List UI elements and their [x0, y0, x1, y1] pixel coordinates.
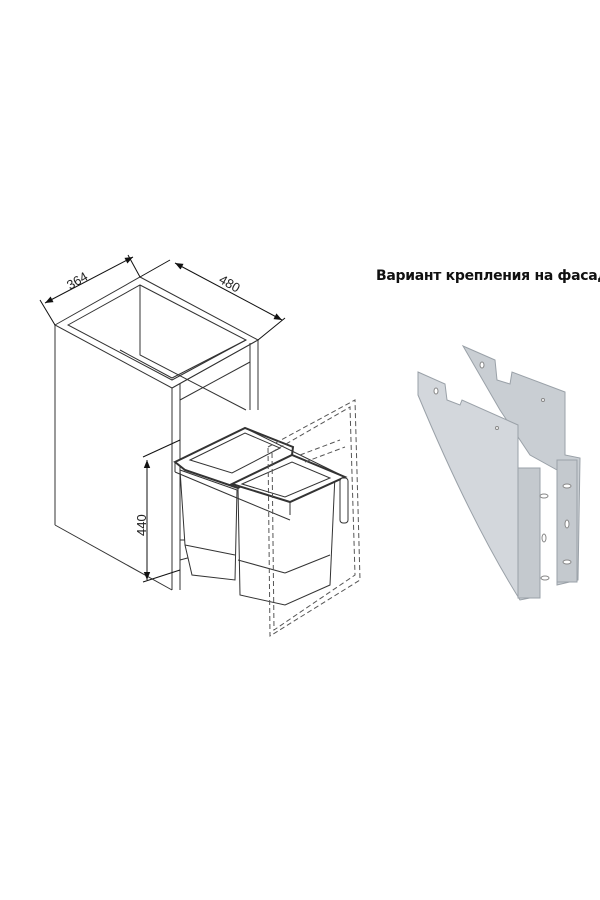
bracket-back [461, 344, 581, 586]
dimension-width [139, 259, 286, 341]
cabinet [53, 276, 260, 591]
dimension-height-label: 440 [134, 514, 149, 536]
waste-bins [173, 426, 349, 606]
dimension-depth-label: 364 [64, 269, 90, 293]
mounting-variant-caption: Вариант крепления на фасад [376, 268, 600, 284]
dimension-depth [39, 254, 141, 326]
bracket-front [417, 371, 541, 601]
mounting-brackets [417, 344, 581, 601]
dimension-height [142, 439, 181, 583]
front-panel-outline [267, 399, 361, 637]
dimension-width-label: 480 [217, 272, 243, 296]
